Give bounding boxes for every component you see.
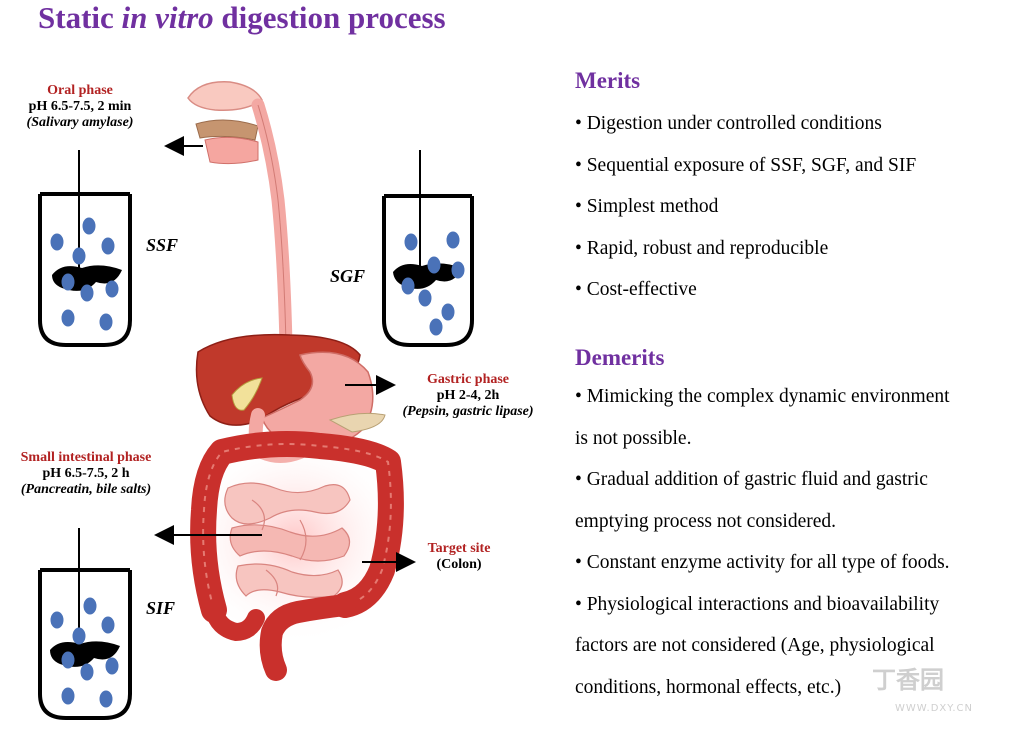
gastric-phase-conditions: pH 2-4, 2h [436, 388, 500, 403]
oral-phase-enzymes: (Salivary amylase) [26, 115, 134, 130]
gastric-phase-enzymes: (Pepsin, gastric lipase) [402, 404, 534, 419]
oral-phase-name: Oral phase [47, 83, 113, 98]
merit-item: • Sequential exposure of SSF, SGF, and S… [575, 154, 917, 176]
page-title: Static in vitro digestion process [38, 0, 446, 35]
gallbladder [231, 377, 263, 411]
sgf-label: SGF [330, 266, 366, 286]
sgf-beaker [382, 150, 474, 347]
merits-heading: Merits [575, 68, 641, 93]
gastric-phase-name: Gastric phase [426, 372, 510, 387]
demerit-line: • Constant enzyme activity for all type … [575, 552, 950, 573]
small-intestine [224, 482, 351, 598]
merits-section: Merits • Digestion under controlled cond… [575, 68, 916, 311]
pancreas [328, 412, 386, 433]
intestinal-phase-conditions: pH 6.5-7.5, 2 h [42, 466, 130, 481]
esophagus [251, 98, 293, 352]
merit-item: • Rapid, robust and reproducible [575, 237, 829, 259]
digestive-tract-illustration [180, 81, 410, 681]
demerit-line: • Mimicking the complex dynamic environm… [575, 386, 950, 407]
upper-lip [187, 81, 263, 112]
gastric-phase-label: Gastric phase pH 2-4, 2h (Pepsin, gastri… [385, 372, 551, 420]
demerit-line: conditions, hormonal effects, etc.) [575, 676, 842, 698]
target-site-name: Target site [427, 541, 491, 556]
target-site-label: Target site (Colon) [414, 541, 504, 573]
watermark-url: WWW.DXY.CN [895, 703, 973, 714]
merit-item: • Simplest method [575, 196, 719, 217]
demerit-line: factors are not considered (Age, physiol… [575, 635, 935, 656]
demerits-section: Demerits • Mimicking the complex dynamic… [575, 345, 950, 708]
lower-jaw [204, 136, 259, 165]
oral-phase-label: Oral phase pH 6.5-7.5, 2 min (Salivary a… [10, 83, 150, 131]
demerit-line: • Physiological interactions and bioavai… [575, 593, 940, 615]
merit-item: • Digestion under controlled conditions [575, 113, 882, 134]
oral-phase-conditions: pH 6.5-7.5, 2 min [28, 99, 132, 114]
demerits-heading: Demerits [575, 345, 665, 370]
palate [195, 119, 259, 141]
merit-item: • Cost-effective [575, 279, 697, 300]
sif-beaker [38, 528, 132, 720]
intestinal-phase-name: Small intestinal phase [20, 450, 152, 465]
ssf-beaker [38, 150, 132, 347]
ssf-label: SSF [146, 235, 179, 255]
sif-label: SIF [146, 598, 176, 618]
demerit-line: is not possible. [575, 427, 692, 449]
demerit-line: • Gradual addition of gastric fluid and … [575, 469, 928, 490]
intestinal-phase-enzymes: (Pancreatin, bile salts) [20, 482, 152, 497]
target-site-detail: (Colon) [436, 557, 482, 572]
demerit-line: emptying process not considered. [575, 510, 837, 532]
watermark-brand: 丁香园 [872, 666, 944, 694]
large-intestine [190, 431, 404, 681]
intestinal-phase-label: Small intestinal phase pH 6.5-7.5, 2 h (… [2, 450, 170, 498]
